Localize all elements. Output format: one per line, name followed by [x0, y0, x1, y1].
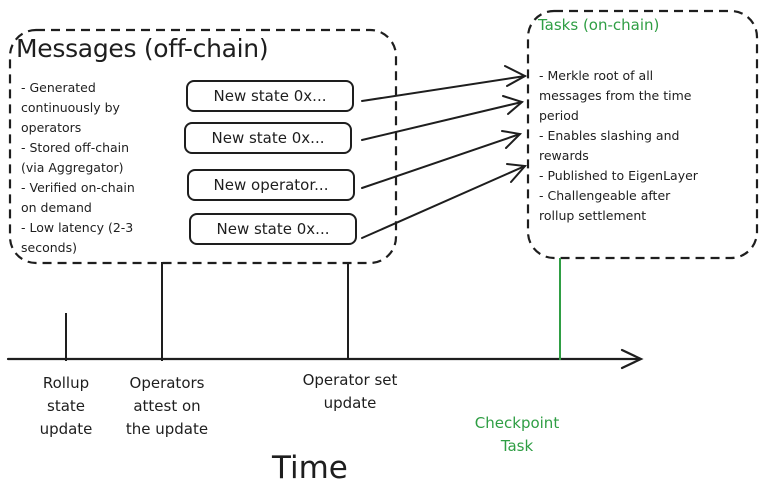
messages-title: Messages (off-chain)	[16, 34, 269, 63]
arrow-2-head	[502, 95, 525, 115]
messages-container	[8, 28, 398, 265]
event-label-operator-set-update: Operator set update	[302, 371, 398, 412]
timeline-axis	[6, 348, 644, 370]
message-item-label: New state 0x...	[213, 87, 327, 105]
messages-bullets: - Generated continuously by operators - …	[21, 80, 135, 255]
arrow-4-head	[506, 163, 528, 183]
arrow-3-head	[501, 130, 523, 149]
message-item[interactable]: New operator...	[187, 169, 355, 201]
arrow-3	[361, 133, 521, 189]
timeline-arrowhead	[620, 348, 644, 370]
message-item[interactable]: New state 0x...	[189, 213, 357, 245]
arrow-2	[361, 101, 523, 141]
event-label-checkpoint-task: Checkpoint Task	[474, 414, 560, 455]
tasks-bullets: - Merkle root of all messages from the t…	[539, 68, 698, 223]
tasks-container	[526, 9, 759, 260]
time-axis-label: Time	[272, 450, 348, 486]
event-label-operators-attest: Operators attest on the update	[125, 374, 209, 438]
message-item[interactable]: New state 0x...	[184, 122, 352, 154]
message-item-label: New state 0x...	[211, 129, 325, 147]
message-item-label: New operator...	[213, 176, 329, 194]
tasks-title: Tasks (on-chain)	[538, 16, 660, 34]
arrow-4	[361, 165, 526, 239]
event-label-rollup-state-update: Rollup state update	[39, 374, 93, 438]
message-item-label: New state 0x...	[216, 220, 330, 238]
arrow-1	[361, 75, 526, 102]
arrow-1-head	[504, 65, 528, 87]
message-item[interactable]: New state 0x...	[186, 80, 354, 112]
message-arrows	[361, 65, 528, 239]
